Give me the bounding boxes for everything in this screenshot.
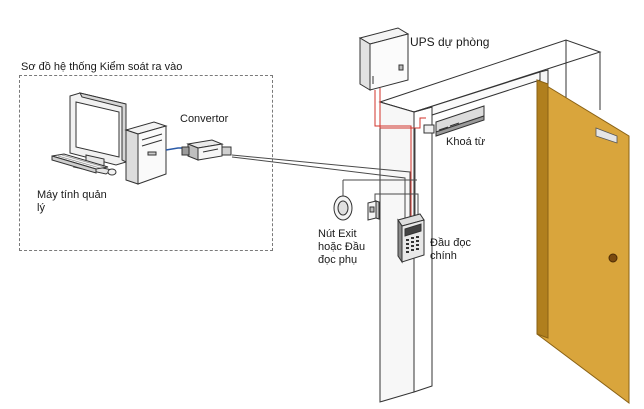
magnetic-lock-label: Khoá từ: [446, 136, 486, 148]
ups-label: UPS dự phòng: [410, 35, 490, 49]
main-reader-icon: [397, 213, 425, 264]
diagram-title: Sơ đồ hệ thống Kiểm soát ra vào: [21, 61, 183, 73]
door-knob-icon: [608, 253, 618, 263]
convertor-label: Convertor: [180, 113, 229, 125]
door-edge: [536, 79, 549, 339]
main-reader-label-line1: Đầu đọc: [430, 237, 471, 249]
magnetic-lock-icon: [423, 105, 485, 137]
power-wires: [374, 88, 426, 222]
convertor-icon: [165, 139, 232, 161]
exit-button-label-line3: đọc phụ: [318, 254, 358, 266]
computer-area-frame: [19, 75, 273, 251]
door: [536, 79, 630, 404]
exit-button-label-line2: hoặc Đầu: [318, 241, 366, 253]
computer-label-line1: Máy tính quản: [37, 189, 107, 201]
data-wires: [231, 128, 419, 222]
door-panel: [536, 79, 630, 404]
exit-button-label-line1: Nút Exit: [318, 228, 357, 240]
ups-icon: [358, 27, 410, 91]
main-reader-label-line2: chính: [430, 250, 457, 262]
armature-plate: [595, 127, 618, 144]
exit-button-icon: [333, 195, 380, 221]
computer-icon: [51, 92, 168, 185]
computer-label-line2: lý: [37, 202, 45, 214]
